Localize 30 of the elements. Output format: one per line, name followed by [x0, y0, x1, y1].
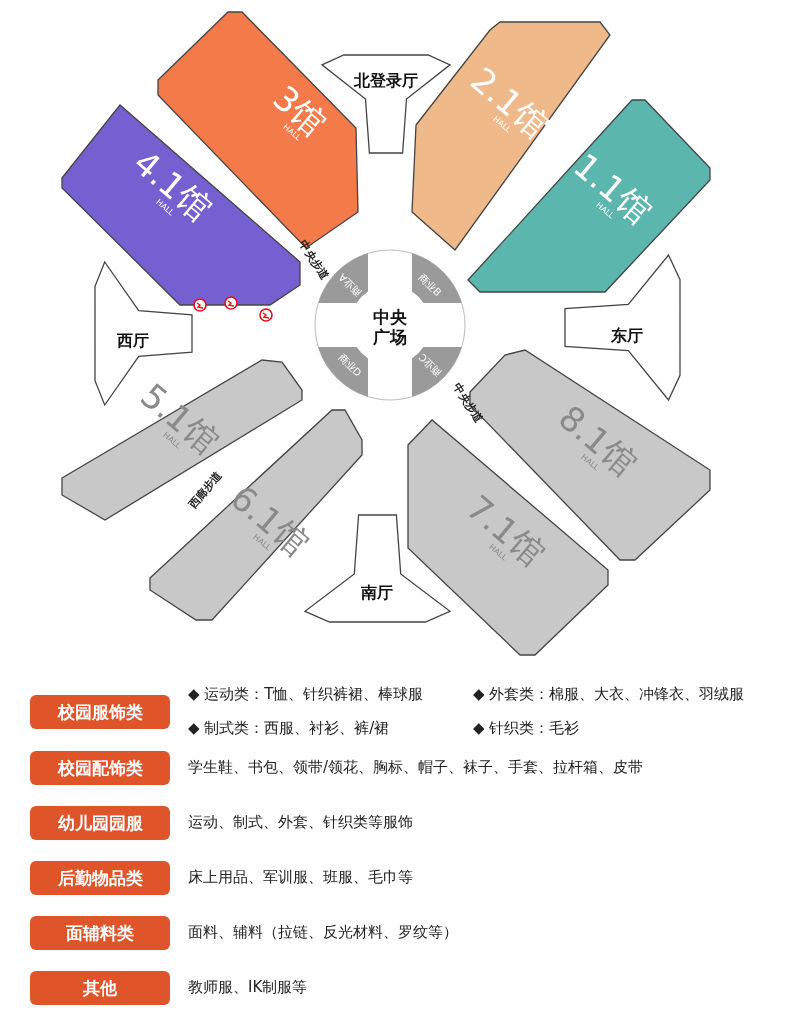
category-tag: 后勤物品类 — [30, 861, 170, 895]
lobby-area — [564, 253, 681, 402]
description-text: 教师服、IK制服等 — [188, 978, 308, 997]
area-label: 商业A — [336, 271, 364, 299]
lobby-label: 南厅 — [361, 582, 393, 602]
lobby-label: 东厅 — [611, 325, 643, 345]
category-tag: 面辅料类 — [30, 916, 170, 950]
walkway-label: 西廊步道 — [185, 468, 225, 512]
plaza-label: 中央广场 — [373, 307, 407, 347]
description-text: 床上用品、军训服、班服、毛巾等 — [188, 868, 413, 887]
category-tag: 校园服饰类 — [30, 695, 170, 729]
description-text: ◆ 运动类：T恤、针织裤裙、棒球服 — [188, 685, 424, 704]
description-text: 运动、制式、外套、针织类等服饰 — [188, 813, 413, 832]
walkway-label: 中央步道 — [296, 237, 332, 283]
category-tag: 幼儿园园服 — [30, 806, 170, 840]
area-label: 商业D — [336, 351, 364, 379]
lobby-label: 西厅 — [117, 330, 149, 350]
description-text: ◆ 外套类：棉服、大衣、冲锋衣、羽绒服 — [473, 685, 745, 704]
description-text: ◆ 针织类：毛衫 — [473, 719, 580, 738]
area-label: 商业C — [416, 351, 444, 379]
shop-area — [412, 253, 462, 303]
description-text: 学生鞋、书包、领带/领花、胸标、帽子、袜子、手套、拉杆箱、皮带 — [188, 758, 644, 777]
area-label: 商业B — [416, 271, 444, 299]
lobby-label: 北登录厅 — [354, 70, 418, 90]
description-text: 面料、辅料（拉链、反光材料、罗纹等） — [188, 923, 458, 942]
description-text: ◆ 制式类：西服、衬衫、裤/裙 — [188, 719, 390, 738]
walkway-label: 中央步道 — [450, 380, 486, 426]
category-tag: 其他 — [30, 971, 170, 1005]
shop-area — [318, 347, 368, 397]
category-tag: 校园配饰类 — [30, 751, 170, 785]
